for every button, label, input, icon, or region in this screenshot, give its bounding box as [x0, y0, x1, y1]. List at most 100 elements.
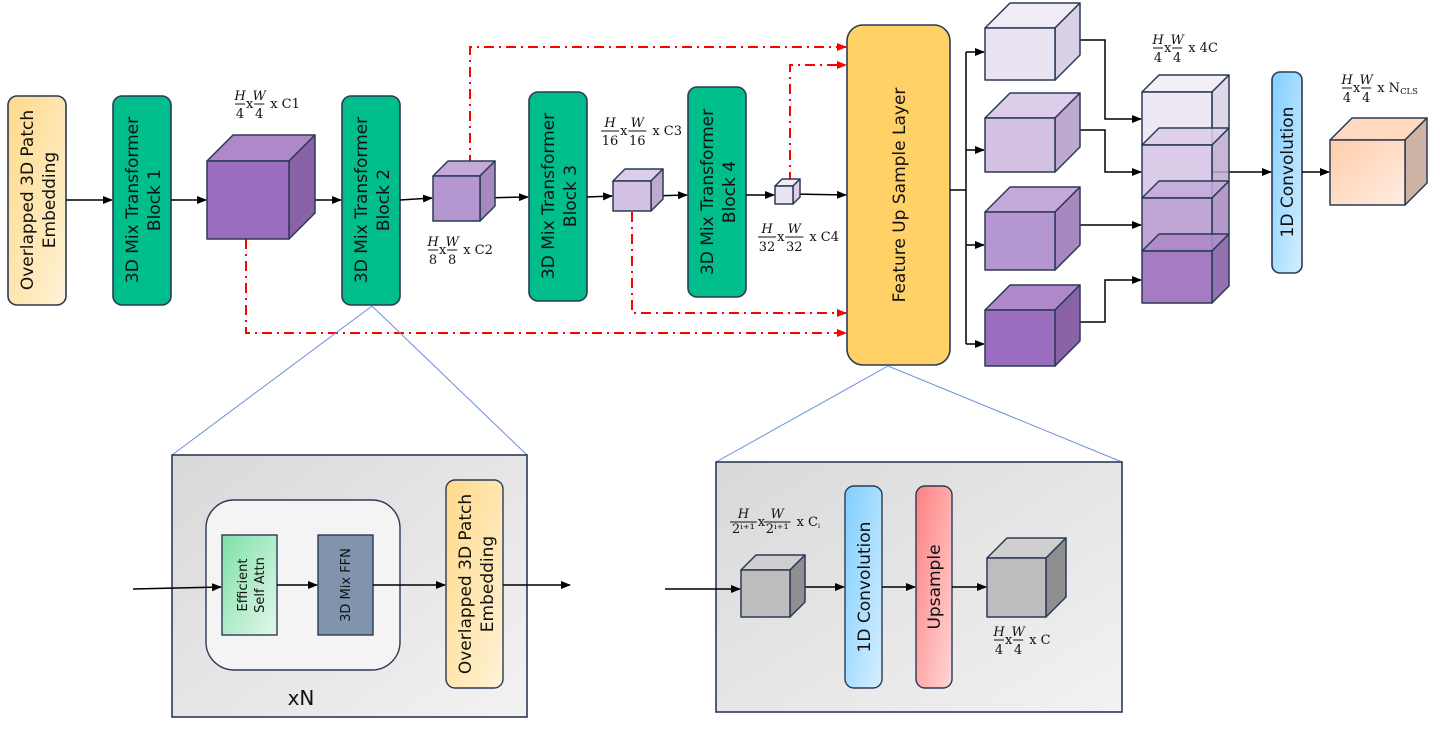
svg-text:8: 8 [448, 253, 456, 268]
svg-text:H: H [1151, 33, 1164, 48]
svg-text:4: 4 [995, 643, 1003, 658]
svg-text:x: x [777, 230, 785, 245]
svg-text:16: 16 [602, 134, 619, 149]
feature-up-sample-layer: Feature Up Sample Layer [846, 24, 951, 366]
svg-text:W: W [1012, 625, 1027, 640]
svg-text:4: 4 [1173, 51, 1181, 66]
svg-text:W: W [788, 222, 803, 237]
svg-text:x C1: x C1 [270, 97, 300, 112]
upsampled-cube-4 [984, 284, 1081, 367]
svg-text:4: 4 [236, 107, 244, 122]
svg-text:16: 16 [629, 134, 646, 149]
svg-text:W: W [631, 116, 646, 131]
upsampled-cube-1 [984, 2, 1081, 81]
svg-text:x C3: x C3 [652, 124, 682, 139]
svg-text:32: 32 [786, 240, 803, 255]
svg-text:x Ci: x Ci [797, 515, 821, 530]
svg-text:2ⁱ⁺¹: 2ⁱ⁺¹ [732, 522, 755, 537]
concat-slice-1 [1141, 74, 1230, 146]
svg-text:x 4C: x 4C [1188, 41, 1218, 56]
cube-c4 [774, 178, 801, 205]
svg-text:W: W [1360, 73, 1375, 88]
svg-text:H: H [760, 222, 773, 237]
svg-text:1D Convolution: 1D Convolution [855, 522, 875, 653]
flow-arrows [66, 39, 1330, 348]
svg-text:Upsample: Upsample [925, 544, 945, 629]
svg-text:x: x [1353, 81, 1361, 96]
svg-text:x C: x C [1029, 633, 1050, 648]
detail-input-cube [740, 554, 806, 618]
svg-text:4: 4 [1362, 91, 1370, 106]
svg-text:x C4: x C4 [809, 230, 839, 245]
upsample-block: Upsample [915, 485, 953, 689]
svg-text:4: 4 [1014, 643, 1022, 658]
cube-c1 [206, 134, 316, 240]
mix-ffn-block: 3D Mix FFN [317, 534, 374, 636]
svg-text:W: W [771, 507, 786, 522]
svg-text:4: 4 [1343, 91, 1351, 106]
svg-text:W: W [1171, 33, 1186, 48]
svg-text:x C2: x C2 [463, 243, 493, 258]
svg-text:2ⁱ⁺¹: 2ⁱ⁺¹ [766, 522, 789, 537]
concat-slice-4 [1141, 233, 1230, 304]
concat-slice-3 [1141, 180, 1230, 252]
upsampled-cube-2 [984, 92, 1081, 173]
svg-text:H: H [603, 116, 616, 131]
svg-text:1D Convolution: 1D Convolution [1278, 107, 1298, 238]
svg-text:H: H [1340, 73, 1353, 88]
svg-text:x: x [1005, 633, 1013, 648]
svg-text:4: 4 [1154, 51, 1162, 66]
detail-output-cube [986, 537, 1067, 618]
svg-text:8: 8 [429, 253, 437, 268]
cube-c3 [612, 168, 664, 212]
svg-text:4: 4 [255, 107, 263, 122]
feature-cubes [206, 2, 1428, 618]
repeat-label: xN [288, 686, 315, 710]
svg-text:W: W [446, 235, 461, 250]
cube-c2 [432, 160, 496, 222]
svg-text:x: x [620, 124, 628, 139]
svg-text:W: W [253, 89, 268, 104]
output-cube [1329, 117, 1428, 206]
zoom-lines [171, 305, 1123, 463]
svg-text:H: H [233, 89, 246, 104]
svg-text:32: 32 [759, 240, 776, 255]
svg-text:H: H [737, 507, 750, 522]
skip-connections [245, 43, 847, 337]
svg-text:x: x [1164, 41, 1172, 56]
svg-text:H: H [426, 235, 439, 250]
svg-text:x: x [246, 97, 254, 112]
svg-text:x: x [439, 243, 447, 258]
svg-text:x NCLS: x NCLS [1377, 81, 1418, 96]
upsampled-cube-3 [984, 186, 1081, 271]
svg-text:3D Mix FFN: 3D Mix FFN [339, 548, 354, 622]
svg-text:Feature Up Sample Layer: Feature Up Sample Layer [890, 88, 910, 303]
detail-conv1d-block: 1D Convolution [844, 485, 883, 689]
conv1d-block: 1D Convolution [1271, 71, 1303, 274]
svg-text:x: x [758, 515, 766, 530]
